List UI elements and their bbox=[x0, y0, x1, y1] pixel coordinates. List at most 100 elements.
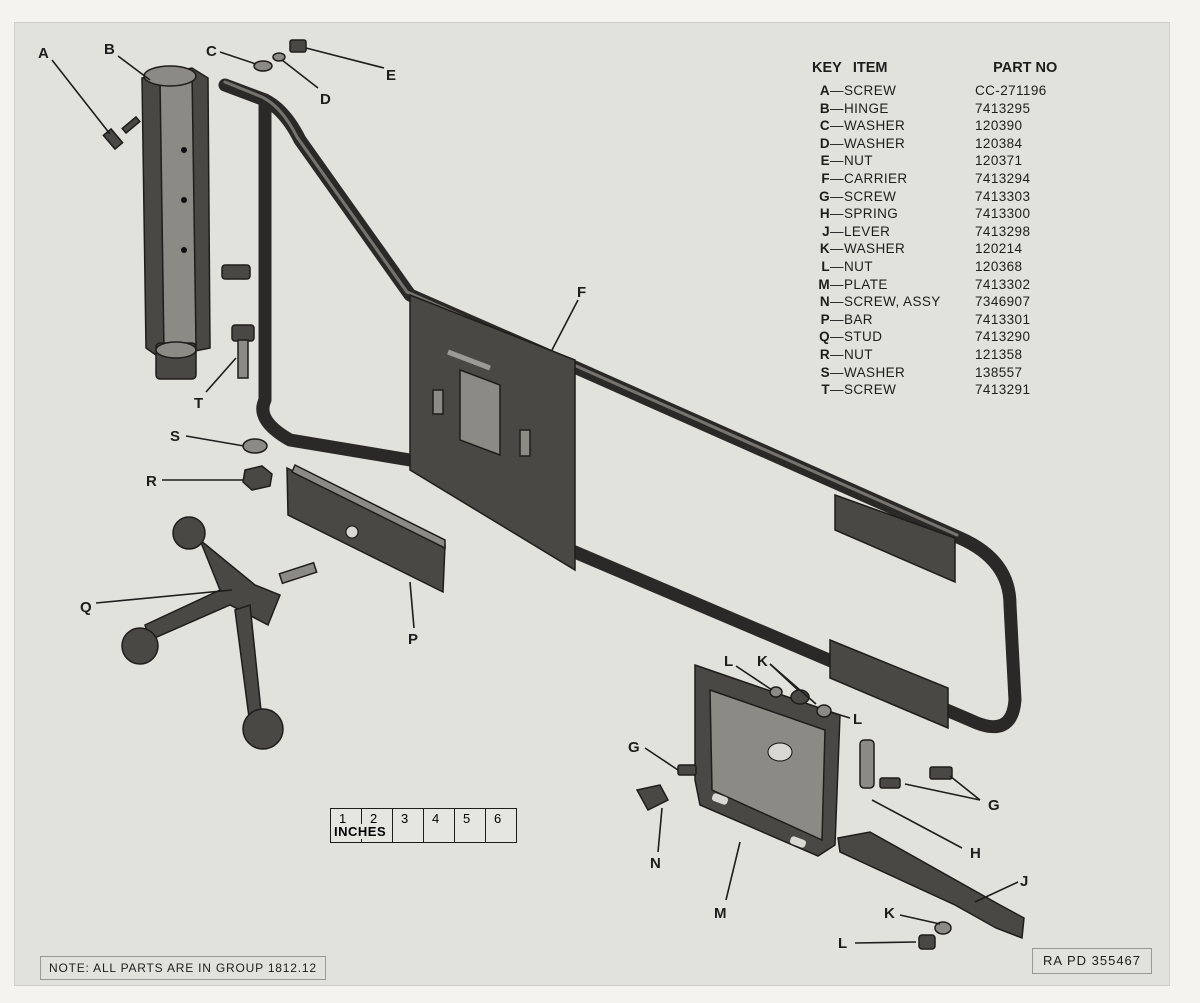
row-key: N bbox=[819, 294, 830, 310]
row-part-no: 7413290 bbox=[975, 329, 1031, 345]
row-item: BAR bbox=[844, 311, 873, 327]
screw-g2-part bbox=[879, 777, 901, 789]
header-key: KEY bbox=[812, 60, 842, 76]
washer-s-part bbox=[242, 438, 268, 454]
row-part-no: 120384 bbox=[975, 135, 1023, 151]
row-item: WASHER bbox=[844, 118, 906, 134]
callout-q: Q bbox=[80, 599, 92, 616]
row-dash: — bbox=[830, 346, 844, 362]
row-dash: — bbox=[830, 118, 844, 134]
carrier-frame bbox=[218, 78, 1022, 734]
table-row: Q—STUD 7413290 bbox=[800, 328, 1100, 346]
row-key: L bbox=[821, 258, 830, 274]
row-part-no: 7413298 bbox=[975, 223, 1031, 239]
plate-part bbox=[694, 663, 841, 857]
hinge-part bbox=[141, 65, 211, 380]
callout-k1: K bbox=[757, 653, 768, 670]
row-key: R bbox=[819, 346, 830, 362]
row-item: SPRING bbox=[844, 206, 899, 222]
callout-f: F bbox=[577, 284, 586, 301]
row-item: STUD bbox=[844, 329, 883, 345]
row-item: NUT bbox=[844, 258, 873, 274]
callout-k2: K bbox=[884, 905, 895, 922]
row-key: A bbox=[819, 83, 830, 98]
spring-part bbox=[859, 739, 875, 789]
callout-r: R bbox=[146, 473, 157, 490]
nut-l2-part bbox=[918, 934, 936, 950]
row-item: SCREW, ASSY bbox=[844, 294, 941, 310]
callout-b: B bbox=[104, 41, 115, 58]
row-key: Q bbox=[819, 329, 830, 345]
callout-a: A bbox=[38, 45, 49, 62]
scale-cell: 3 bbox=[393, 809, 424, 842]
callout-l3: L bbox=[838, 935, 847, 952]
row-item: WASHER bbox=[844, 364, 906, 380]
row-part-no: 120368 bbox=[975, 258, 1023, 274]
scale-cell: 2 bbox=[362, 809, 393, 842]
row-key: F bbox=[821, 170, 830, 186]
row-dash: — bbox=[830, 241, 844, 257]
table-row: K—WASHER 120214 bbox=[800, 240, 1100, 258]
row-dash: — bbox=[830, 100, 844, 116]
row-item: SCREW bbox=[844, 188, 897, 204]
row-item: NUT bbox=[844, 346, 873, 362]
reference-number: RA PD 355467 bbox=[1032, 948, 1153, 974]
row-dash: — bbox=[830, 364, 844, 380]
callout-h: H bbox=[970, 845, 981, 862]
row-part-no: 120214 bbox=[975, 241, 1023, 257]
row-key: J bbox=[822, 223, 830, 239]
callout-m: M bbox=[714, 905, 727, 922]
row-dash: — bbox=[830, 83, 844, 98]
table-header: KEY ITEM PART NO bbox=[800, 60, 1100, 76]
row-dash: — bbox=[830, 294, 844, 310]
screw-t-part bbox=[231, 324, 255, 379]
scale-label: INCHES bbox=[332, 824, 389, 839]
callout-g1: G bbox=[628, 739, 640, 756]
row-key: C bbox=[819, 118, 830, 134]
row-key: G bbox=[819, 188, 830, 204]
row-part-no: 121358 bbox=[975, 346, 1023, 362]
row-part-no: 138557 bbox=[975, 364, 1023, 380]
row-item: SCREW bbox=[844, 382, 897, 398]
row-part-no: 7413291 bbox=[975, 382, 1031, 398]
callout-g2: G bbox=[988, 797, 1000, 814]
row-dash: — bbox=[830, 329, 844, 345]
row-item: SCREW bbox=[844, 83, 897, 98]
row-key: E bbox=[820, 153, 830, 169]
washer-k3-part bbox=[934, 921, 952, 935]
row-part-no: 120390 bbox=[975, 118, 1023, 134]
row-key: K bbox=[819, 241, 830, 257]
row-item: WASHER bbox=[844, 241, 906, 257]
row-part-no: 7413295 bbox=[975, 100, 1031, 116]
screw-n-part bbox=[635, 784, 670, 811]
callout-c: C bbox=[206, 43, 217, 60]
row-key: M bbox=[818, 276, 830, 292]
table-row: R—NUT 121358 bbox=[800, 346, 1100, 364]
row-part-no: 7413302 bbox=[975, 276, 1031, 292]
row-item: CARRIER bbox=[844, 170, 908, 186]
callout-e: E bbox=[386, 67, 396, 84]
row-dash: — bbox=[830, 153, 844, 169]
scale-cell: 5 bbox=[455, 809, 486, 842]
washer-nut-stack bbox=[253, 39, 307, 72]
washer-k-part bbox=[769, 686, 783, 698]
screw-a-part bbox=[102, 115, 141, 151]
callout-t: T bbox=[194, 395, 203, 412]
row-key: B bbox=[819, 100, 830, 116]
scale-cell: 4 bbox=[424, 809, 455, 842]
nut-l-part bbox=[790, 689, 810, 705]
row-key: D bbox=[819, 135, 830, 151]
row-dash: — bbox=[830, 276, 844, 292]
bar-part bbox=[286, 463, 446, 594]
